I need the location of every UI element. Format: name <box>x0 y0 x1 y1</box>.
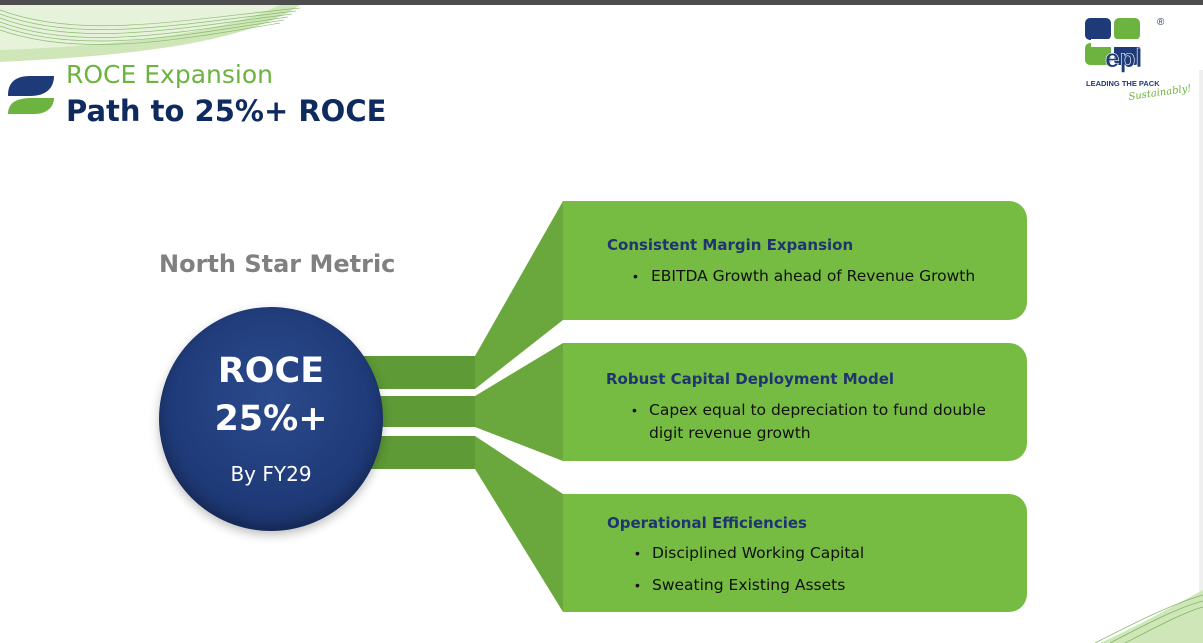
metric-timeline: By FY29 <box>230 462 312 486</box>
connector-bar-top <box>360 356 475 389</box>
pillar-bullet: Sweating Existing Assets <box>652 576 846 594</box>
header-swoosh-decoration <box>0 5 301 62</box>
bullet-icon: • <box>633 268 638 284</box>
pillar-bullet: Capex equal to depreciation to fund doub… <box>649 401 986 419</box>
pillar-box-margin: Consistent Margin Expansion • EBITDA Gro… <box>563 201 1027 320</box>
pillar-heading: Consistent Margin Expansion <box>607 236 854 254</box>
pillar-box-capital: Robust Capital Deployment Model • Capex … <box>563 343 1027 461</box>
north-star-label: North Star Metric <box>159 250 396 278</box>
slide-subtitle: ROCE Expansion <box>66 60 273 89</box>
pillar-bullet-continued: digit revenue growth <box>649 424 811 442</box>
roce-circle: ROCE 25%+ By FY29 <box>159 307 383 531</box>
svg-text:LEADING THE PACK: LEADING THE PACK <box>1086 79 1160 88</box>
pillar-bullet: EBITDA Growth ahead of Revenue Growth <box>651 267 976 285</box>
fan-middle <box>475 343 563 461</box>
bullet-icon: • <box>635 545 640 561</box>
metric-name: ROCE <box>217 351 325 391</box>
fan-top <box>475 201 563 389</box>
pillar-box-operational: Operational Efficiencies • Disciplined W… <box>563 494 1027 612</box>
pillar-heading: Operational Efficiencies <box>607 514 807 532</box>
pillar-heading: Robust Capital Deployment Model <box>606 370 895 388</box>
top-border <box>0 0 1203 5</box>
epl-logo: epl ® LEADING THE PACK Sustainably! <box>1083 15 1193 107</box>
svg-text:®: ® <box>1157 17 1165 28</box>
svg-text:epl: epl <box>1105 43 1143 73</box>
bullet-icon: • <box>635 577 640 593</box>
metric-value: 25%+ <box>214 399 328 439</box>
pillar-bullet: Disciplined Working Capital <box>652 544 865 562</box>
right-edge-strip <box>1199 70 1203 643</box>
fan-bottom <box>475 436 563 612</box>
slide-title: Path to 25%+ ROCE <box>66 94 387 128</box>
leaf-icon <box>8 76 54 114</box>
bullet-icon: • <box>632 402 637 418</box>
